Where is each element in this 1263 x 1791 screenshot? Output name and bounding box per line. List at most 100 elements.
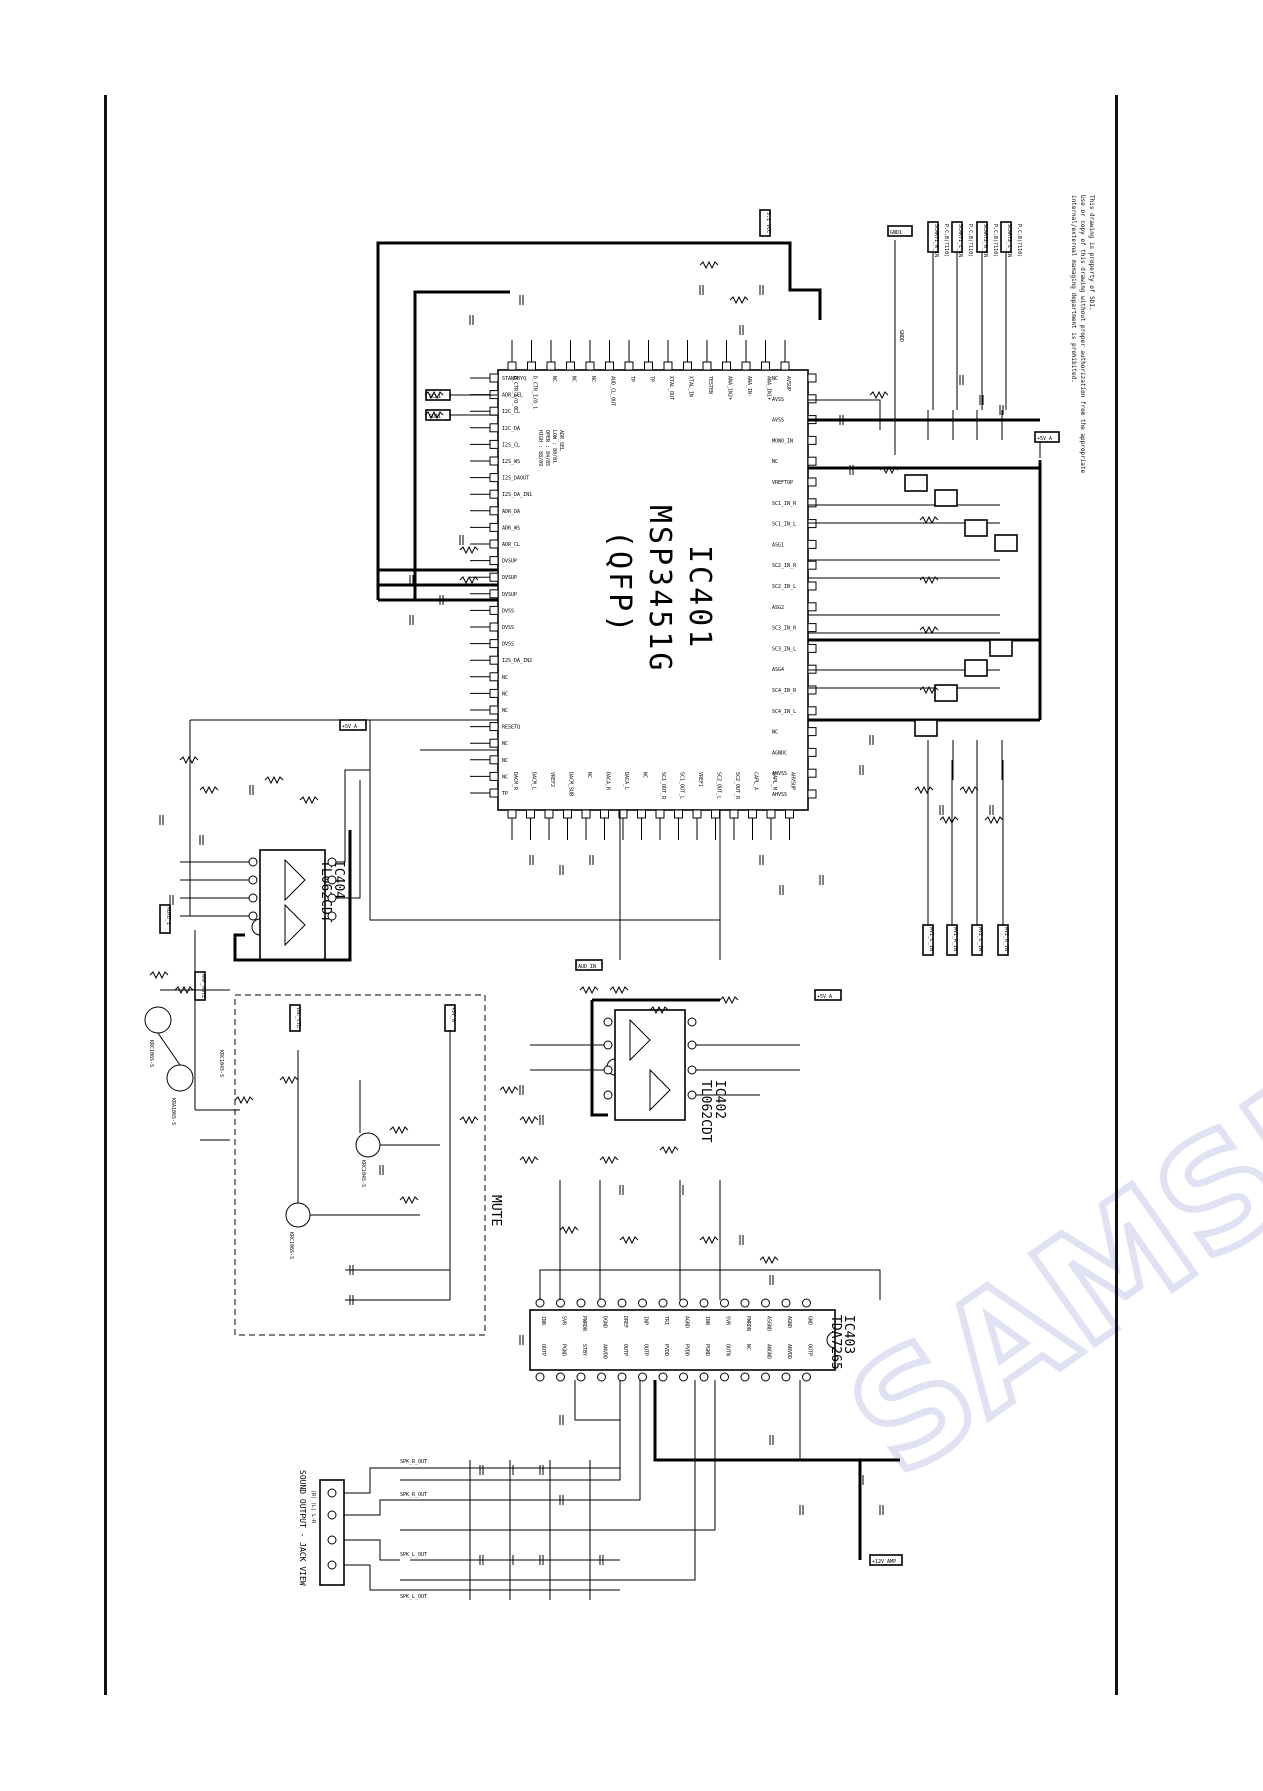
connector-tag-label: AV1_R_IN: [952, 927, 958, 951]
ownership-notice: This drawing is property of SDI. Use or …: [1070, 195, 1095, 474]
ic401-pin-label: AHVSS: [772, 771, 787, 777]
ic401-pin: [489, 572, 499, 582]
net-spk-l-out-2: SPK_L_OUT: [400, 1594, 427, 1600]
ic401-pin-label: ANA_IN2+: [727, 376, 733, 400]
connector-tag-label: AV1_L_IN: [928, 927, 934, 951]
net-mute-ctl2: AMP_MUTE: [200, 974, 206, 998]
ic401-pin: [807, 373, 817, 383]
ic401-pin: [807, 789, 817, 799]
ic403-pin: [658, 1298, 668, 1308]
ic401-pin: [489, 506, 499, 516]
net-vcc-amp: +12V_AMP: [872, 1559, 896, 1565]
ic401-pin: [489, 489, 499, 499]
ic403-pin: [679, 1372, 688, 1382]
ic401-pin-label: ANA_IN-: [746, 376, 752, 397]
watermark: SAMSUNG: [817, 875, 1263, 1513]
ic401-pin-label: I2C_CL: [502, 409, 520, 415]
net-vol-ctl: VOL_CTL: [295, 1007, 301, 1028]
ic401-pin: [489, 755, 499, 765]
ic401-pin-label: NC: [772, 376, 778, 382]
ic402-part: TL062CDT: [698, 1080, 713, 1143]
ic403-pin: [638, 1298, 647, 1308]
net-sda: SDA1: [429, 414, 441, 420]
net-vcc-right: +5V_A: [1037, 436, 1052, 442]
ic401-pin-label: MONO_IN: [772, 438, 793, 444]
ic401-ref: IC401: [682, 545, 717, 650]
transistor-label: KRA106S-S: [170, 1098, 176, 1125]
net-spk-r-out: SPK_R_OUT: [400, 1459, 427, 1465]
ic401-pin: [807, 394, 817, 404]
ic401-pin: [780, 361, 790, 371]
net-mute-ctl: MUTE_1: [165, 907, 171, 925]
ic401-pin-label: DACM_L: [531, 772, 537, 790]
ic401-pin: [766, 809, 776, 819]
ic401-pin-label: ASG4: [772, 667, 784, 673]
ic401-pin: [807, 581, 817, 591]
ic403-pin-label: PWRDN: [745, 1316, 751, 1331]
ic401-pin-label: SC1_IN_L: [772, 522, 796, 528]
ic401-pin: [507, 809, 517, 819]
ic401-pin-label: AVSS: [772, 397, 784, 403]
ic404-block: IC404 TL062CDT: [180, 719, 498, 962]
ic401-pin-label: XTAL_OUT: [668, 376, 674, 400]
ic401-pin: [807, 643, 817, 653]
ic401-pin: [663, 361, 673, 371]
ic401-pin: [807, 727, 817, 737]
ic403-pin: [761, 1372, 770, 1382]
pcb-ref: P.C.B(7110): [992, 224, 998, 257]
ic401-pin-label: AVSUP: [785, 376, 791, 391]
ic401-pin-label: D_CTR_I/O_1: [532, 376, 538, 409]
ic401-pin-label: NC: [502, 675, 508, 681]
ic401-addr-line: HIGH : 88/89: [537, 430, 543, 466]
i2c-net-labels: SCL1 SDA1 GND1 GNDD 5.1 VCC +5V_A +5V_A …: [159, 209, 1060, 1566]
net-spk-l-out: SPK_L_OUT: [400, 1552, 427, 1558]
ic401-addr-line: ADR_SEL: [558, 430, 564, 451]
ic401-pin-label: SC3_IN_R: [772, 626, 797, 632]
net-gnd-top: GND1: [890, 230, 902, 236]
ic401-addr-line: OPEN : 84/85: [544, 430, 550, 466]
ic401-pin: [585, 361, 595, 371]
ic403-pin: [658, 1372, 668, 1382]
ic403-pin-label: INN: [540, 1316, 546, 1325]
ic401-pin: [489, 705, 499, 715]
ic403-pin: [556, 1372, 565, 1382]
ic401-pin: [729, 809, 739, 819]
ic403-pin-label: GND: [807, 1316, 813, 1325]
ic403-pin-label: NC: [745, 1344, 751, 1350]
ic401-pin: [692, 809, 702, 819]
connector-tag-label: SCART2_L_IN: [1006, 224, 1012, 257]
ic401-pin: [637, 809, 646, 819]
svg-text:SAMSUNG: SAMSUNG: [821, 878, 1263, 1509]
ic401-pin-label: I2C_DA: [502, 426, 520, 432]
ic403-pin-label: PGND: [561, 1344, 567, 1356]
ic403-pin: [802, 1298, 811, 1308]
ic401-pin-label: SC3_IN_L: [772, 646, 796, 652]
ic401-right-pins: NCAVSSAVSSMONO_INNCVREFTOPSC1_IN_RSC1_IN…: [772, 373, 817, 799]
ic401-pin-label: SC4_IN_L: [772, 709, 796, 715]
ic401-pin-label: NC: [772, 730, 778, 736]
ic403-pin: [617, 1298, 627, 1308]
ic401-pin: [489, 605, 499, 615]
ic403-pin-label: SVR: [725, 1316, 731, 1326]
ic403-pin: [699, 1298, 709, 1308]
ic401-pin: [605, 361, 614, 371]
ic401-addr-line: LOW : 80/81: [551, 430, 557, 463]
ic401-pin-label: DVSS: [502, 608, 514, 614]
ic401-pin: [785, 809, 794, 819]
ic401-pin: [683, 361, 692, 371]
ic404-body: [259, 849, 326, 961]
ic401-pin-label: NC: [642, 772, 648, 778]
ic401-pin: [807, 560, 817, 570]
ic401-pin-label: NC: [772, 459, 778, 465]
ic403-pin-label: OUTP: [622, 1344, 628, 1356]
net-scl: SCL1: [429, 394, 441, 400]
ic403-pin-label: ANVDD: [786, 1344, 792, 1359]
ic401-pin: [489, 722, 499, 732]
ic401-pin: [761, 361, 770, 371]
ic401-pin-label: NC: [502, 774, 508, 780]
ic401-pin: [489, 373, 499, 383]
ic403-pin: [720, 1298, 729, 1308]
